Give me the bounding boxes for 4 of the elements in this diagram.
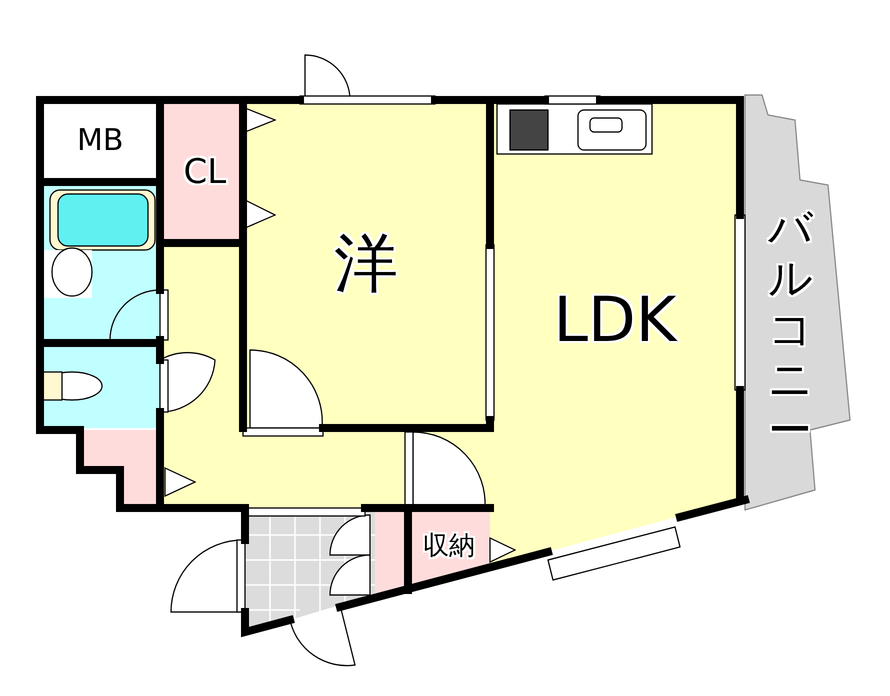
room-label: CL [184, 155, 226, 189]
room-label: LDK [554, 289, 676, 351]
room-label: 洋 [334, 232, 398, 296]
room-label: MB [77, 126, 124, 156]
